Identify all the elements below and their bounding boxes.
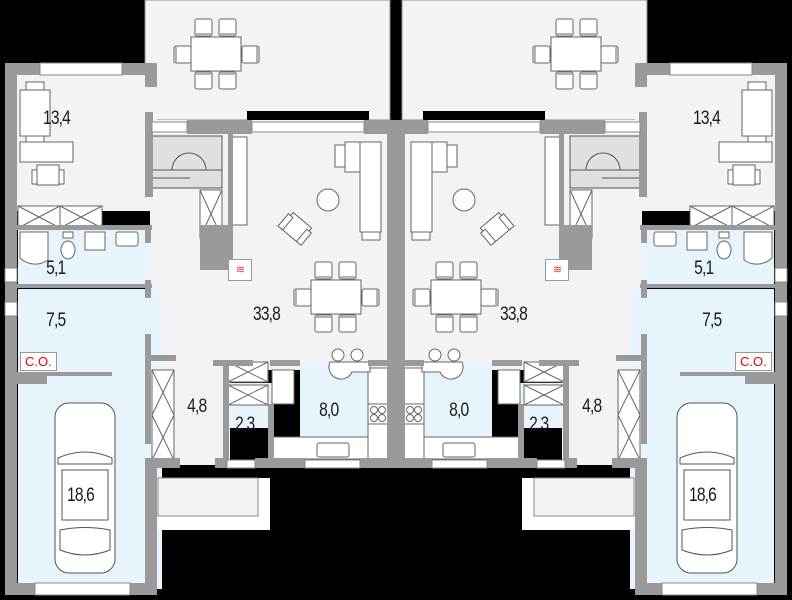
area-bathroom-left: 5,1 xyxy=(46,258,66,279)
area-boiler-right: 7,5 xyxy=(702,310,722,331)
area-bathroom-right: 5,1 xyxy=(694,258,714,279)
area-study-right: 13,4 xyxy=(692,108,721,129)
area-boiler-left: 7,5 xyxy=(46,310,66,331)
area-kitchen-right: 8,0 xyxy=(449,400,469,421)
area-garage-right: 18,6 xyxy=(688,485,717,506)
fireplace-icon-left: ≋ xyxy=(228,259,252,281)
area-living-left: 33,8 xyxy=(252,304,281,325)
area-kitchen-left: 8,0 xyxy=(319,400,339,421)
boiler-tag-right: C.O. xyxy=(735,352,772,371)
area-hall-right: 4,8 xyxy=(582,396,602,417)
boiler-tag-left: C.O. xyxy=(20,352,57,371)
area-study-left: 13,4 xyxy=(42,108,71,129)
area-hall-left: 4,8 xyxy=(187,396,207,417)
area-pantry-left: 2,3 xyxy=(235,414,255,435)
area-garage-left: 18,6 xyxy=(66,485,95,506)
area-pantry-right: 2,3 xyxy=(529,414,549,435)
area-living-right: 33,8 xyxy=(499,304,528,325)
fireplace-icon-right: ≋ xyxy=(545,259,569,281)
